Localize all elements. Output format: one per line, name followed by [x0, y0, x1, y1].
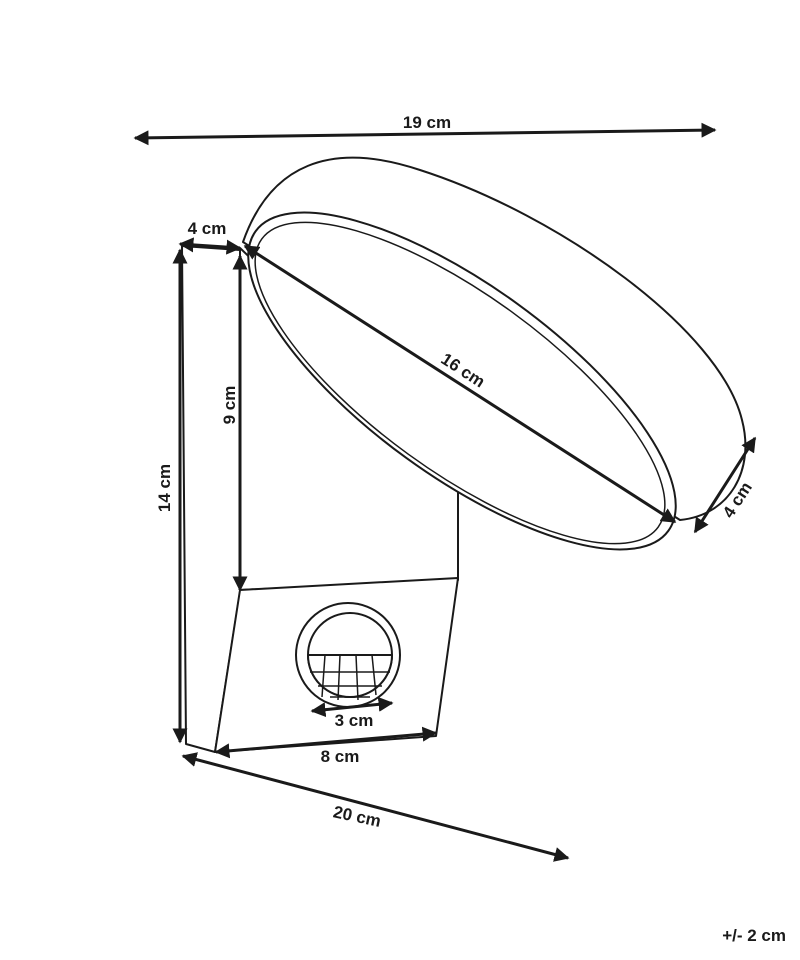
dim-line-4cm-side — [693, 436, 757, 534]
label-19cm: 19 cm — [403, 113, 451, 132]
dimension-lines — [133, 122, 757, 862]
dim-line-19cm — [133, 122, 717, 146]
label-9cm: 9 cm — [220, 386, 239, 425]
dim-line-8cm — [214, 726, 438, 759]
dim-line-20cm — [181, 752, 570, 862]
dim-line-4cm-top — [178, 237, 242, 255]
label-3cm: 3 cm — [335, 711, 374, 730]
dim-line-3cm — [310, 696, 394, 718]
label-8cm: 8 cm — [321, 747, 360, 766]
dim-line-16cm — [243, 244, 677, 524]
label-4cm-top: 4 cm — [188, 219, 227, 238]
motion-sensor — [295, 602, 401, 708]
tolerance-note: +/- 2 cm — [722, 926, 786, 945]
label-14cm: 14 cm — [155, 464, 174, 512]
